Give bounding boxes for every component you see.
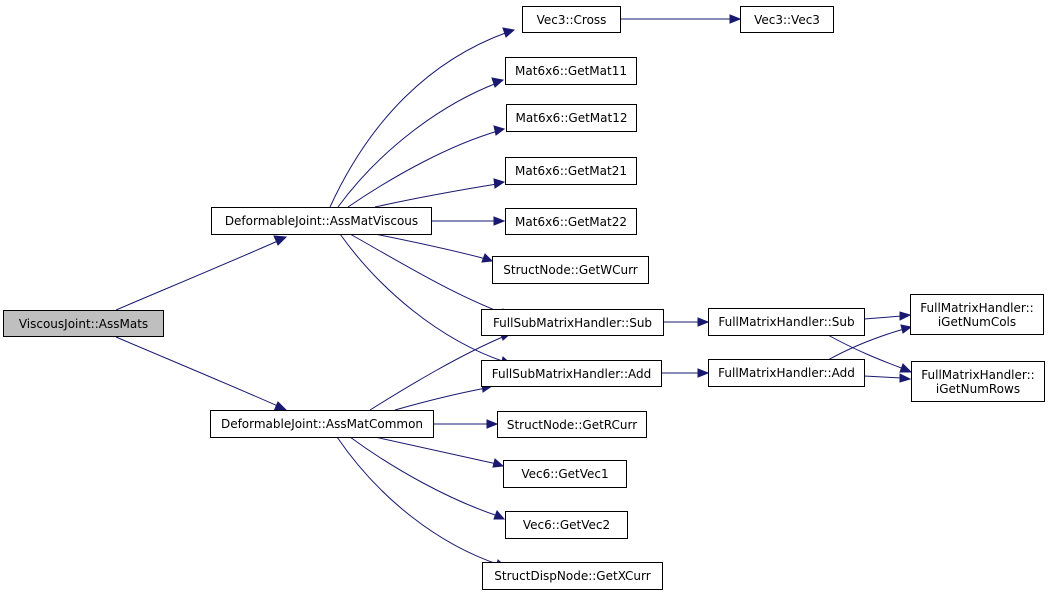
node-label: iGetNumCols	[937, 314, 1017, 329]
node-label: Mat6x6::GetMat11	[515, 64, 627, 78]
node-viscousjoint-assmats: ViscousJoint::AssMats	[3, 310, 164, 337]
node-label: FullSubMatrixHandler::Add	[491, 366, 652, 381]
edge-assmatviscous-to-fsubsub	[349, 233, 506, 315]
node-label: Mat6x6::GetMat21	[515, 164, 627, 178]
edge-arrowhead	[697, 368, 710, 378]
edge-assmats-to-assmatcommon	[115, 336, 281, 408]
node-fullsubmatrixhandler-sub[interactable]: FullSubMatrixHandler::Sub	[481, 309, 664, 336]
node-label: FullSubMatrixHandler::Sub	[492, 315, 653, 330]
node-label: Vec3::Vec3	[754, 12, 820, 27]
edge-fmhadd-to-igetnumcols	[827, 328, 905, 361]
node-mat6x6-getmat11[interactable]: Mat6x6::GetMat11	[505, 57, 637, 85]
node-label: FullMatrixHandler::	[921, 367, 1035, 382]
node-label: StructNode::GetRCurr	[506, 417, 638, 432]
edge-arrowhead	[493, 216, 506, 226]
node-label: StructDispNode::GetXCurr	[494, 569, 651, 583]
edge-arrowhead	[486, 419, 499, 429]
node-label: iGetNumRows	[935, 381, 1021, 396]
node-deformablejoint-assmatviscous[interactable]: DeformableJoint::AssMatViscous	[211, 207, 432, 235]
edge-assmatcommon-to-getvec2	[349, 436, 499, 517]
node-vec6-getvec2[interactable]: Vec6::GetVec2	[505, 511, 628, 539]
edge-assmatviscous-to-fsubadd	[339, 233, 506, 363]
node-label: Mat6x6::GetMat22	[515, 214, 627, 229]
node-vec6-getvec1[interactable]: Vec6::GetVec1	[503, 460, 627, 488]
node-label: Vec6::GetVec1	[521, 467, 609, 481]
node-label: ViscousJoint::AssMats	[18, 316, 149, 331]
edge-arrowhead	[481, 253, 494, 263]
node-mat6x6-getmat12[interactable]: Mat6x6::GetMat12	[506, 104, 637, 132]
edge-arrowhead	[492, 458, 505, 468]
node-label: Vec3::Cross	[536, 12, 607, 27]
edge-fmhadd-to-igetnumrows	[863, 375, 903, 379]
edge-arrowhead	[899, 311, 912, 321]
node-fullmatrixhandler-add[interactable]: FullMatrixHandler::Add	[708, 359, 865, 387]
node-structnode-getwcurr[interactable]: StructNode::GetWCurr	[492, 256, 649, 284]
node-fullmatrixhandler-sub[interactable]: FullMatrixHandler::Sub	[708, 308, 865, 336]
node-deformablejoint-assmatcommon[interactable]: DeformableJoint::AssMatCommon	[210, 410, 434, 438]
node-label: FullMatrixHandler::Sub	[718, 315, 855, 329]
node-label: DeformableJoint::AssMatViscous	[224, 214, 419, 228]
edge-assmatcommon-to-fsubsub	[369, 335, 506, 411]
edge-fmhsub-to-igetnumcols	[863, 315, 903, 320]
node-vec3-vec3[interactable]: Vec3::Vec3	[740, 6, 834, 33]
edge-arrowhead	[493, 510, 506, 520]
node-fullmatrixhandler-igetnumrows[interactable]: FullMatrixHandler:: iGetNumRows	[911, 361, 1045, 402]
node-label: Mat6x6::GetMat12	[515, 111, 628, 125]
edge-assmatcommon-to-getxcurr	[336, 436, 501, 566]
node-label: DeformableJoint::AssMatCommon	[220, 417, 424, 431]
node-structnode-getrcurr[interactable]: StructNode::GetRCurr	[497, 411, 647, 438]
node-mat6x6-getmat21[interactable]: Mat6x6::GetMat21	[505, 157, 637, 185]
edge-arrowhead	[900, 324, 913, 334]
edge-arrowhead	[697, 317, 710, 327]
edge-arrowhead	[493, 125, 506, 136]
node-label: FullMatrixHandler::	[920, 300, 1034, 315]
node-fullsubmatrixhandler-add[interactable]: FullSubMatrixHandler::Add	[481, 360, 662, 387]
edge-assmatviscous-to-getmat12	[347, 130, 499, 208]
edge-arrowhead	[273, 235, 288, 246]
edge-arrowhead	[899, 373, 912, 383]
edge-assmatviscous-to-getmat21	[374, 183, 498, 208]
edge-assmats-to-assmatviscous	[115, 239, 281, 311]
node-label: Vec6::GetVec2	[522, 518, 611, 532]
edge-assmatviscous-to-cross	[329, 31, 509, 208]
node-mat6x6-getmat22[interactable]: Mat6x6::GetMat22	[505, 208, 637, 235]
node-label: StructNode::GetWCurr	[503, 263, 638, 277]
edge-assmatcommon-to-fsubadd	[394, 387, 487, 411]
node-structdispnode-getxcurr[interactable]: StructDispNode::GetXCurr	[482, 562, 663, 590]
edge-assmatcommon-to-getvec1	[374, 436, 498, 465]
edge-arrowhead	[899, 363, 913, 373]
edge-arrowhead	[491, 77, 505, 88]
node-label: FullMatrixHandler::Add	[718, 366, 855, 380]
edge-assmatviscous-to-getmat11	[337, 82, 498, 208]
node-fullmatrixhandler-igetnumcols[interactable]: FullMatrixHandler:: iGetNumCols	[910, 294, 1044, 335]
edge-arrowhead	[502, 27, 516, 38]
edge-fmhsub-to-igetnumrows	[827, 334, 905, 370]
edge-assmatviscous-to-getwcurr	[374, 233, 487, 260]
edge-arrowhead	[729, 14, 742, 24]
edge-arrowhead	[493, 178, 506, 189]
node-vec3-cross[interactable]: Vec3::Cross	[522, 6, 621, 33]
